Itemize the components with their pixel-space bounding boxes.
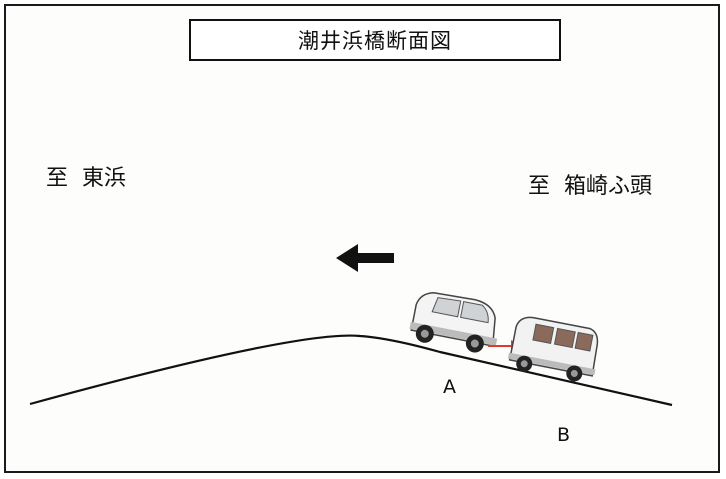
direction-right-label: 至 箱崎ふ頭 (528, 174, 652, 199)
direction-arrow-icon (336, 244, 394, 272)
diagram-title-text: 潮井浜橋断面図 (298, 29, 452, 53)
point-b-label: B (557, 424, 571, 446)
point-a-label: A (443, 376, 456, 398)
car-b-icon (507, 316, 599, 382)
diagram-frame (4, 4, 720, 473)
diagram-title: 潮井浜橋断面図 (189, 19, 561, 61)
car-a-icon (409, 291, 498, 353)
road-profile-line (29, 334, 673, 407)
direction-left-label: 至 東浜 (46, 166, 126, 191)
